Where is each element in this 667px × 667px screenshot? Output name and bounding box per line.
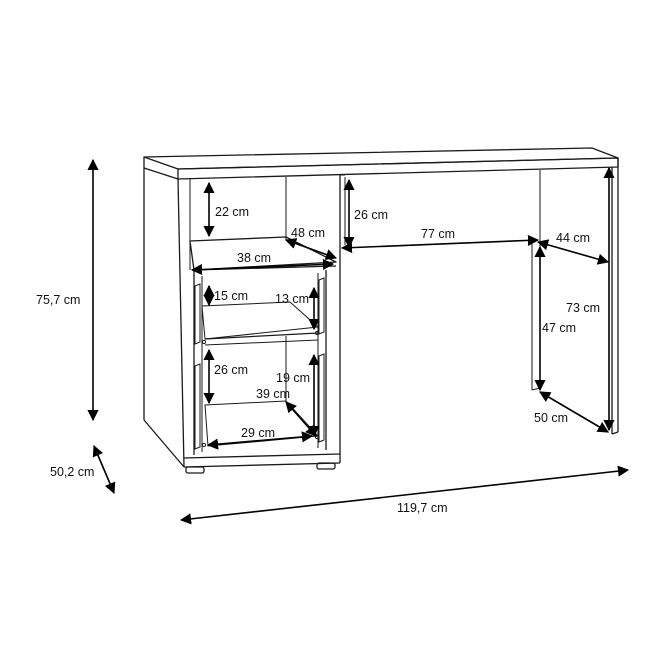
runner-left-bottom [194, 363, 201, 450]
label-knee-top: 26 cm [354, 208, 388, 222]
label-niche-depth: 48 cm [291, 226, 325, 240]
label-shelf-width: 38 cm [237, 251, 271, 265]
label-side-depth: 44 cm [556, 231, 590, 245]
desk-top-surface [143, 147, 619, 170]
label-knee-height: 47 cm [542, 321, 576, 335]
label-drawer-top-inner: 13 cm [275, 292, 309, 306]
label-drawer-width: 29 cm [241, 426, 275, 440]
cabinet-front-left-edge [177, 178, 185, 468]
niche-depth-arrow [284, 238, 338, 260]
runner-left-top [194, 283, 201, 345]
desk-top-edge [177, 157, 619, 180]
label-leg-height: 73 cm [566, 301, 600, 315]
label-leg-depth: 50 cm [534, 411, 568, 425]
label-overall-width: 119,7 cm [397, 501, 448, 515]
width-arrow [179, 465, 630, 525]
leg-depth-arrow [539, 391, 609, 433]
foot-left [185, 466, 205, 474]
label-knee-width: 77 cm [421, 227, 455, 241]
label-niche-height: 22 cm [215, 205, 249, 219]
dimension-labels: 75,7 cm 50,2 cm 119,7 cm 22 cm 48 cm 38 … [36, 205, 600, 515]
runner-right-top [318, 277, 325, 335]
label-overall-height: 75,7 cm [36, 293, 80, 307]
label-overall-depth: 50,2 cm [50, 465, 94, 479]
runner-right-bottom [318, 353, 325, 443]
label-drawer-bottom-inner: 19 cm [276, 371, 310, 385]
side-depth-arrow [536, 239, 610, 265]
knee-width-arrow [340, 234, 540, 254]
dimension-lines [87, 158, 630, 525]
drawer-width-arrow [206, 431, 314, 450]
shelf-width-arrow [190, 258, 335, 276]
depth-arrow [92, 444, 116, 495]
label-drawer-depth: 39 cm [256, 387, 290, 401]
label-drawer-top-height: 15 cm [214, 289, 248, 303]
drawer-depth-arrow [285, 401, 317, 437]
label-drawer-bottom-height: 26 cm [214, 363, 248, 377]
